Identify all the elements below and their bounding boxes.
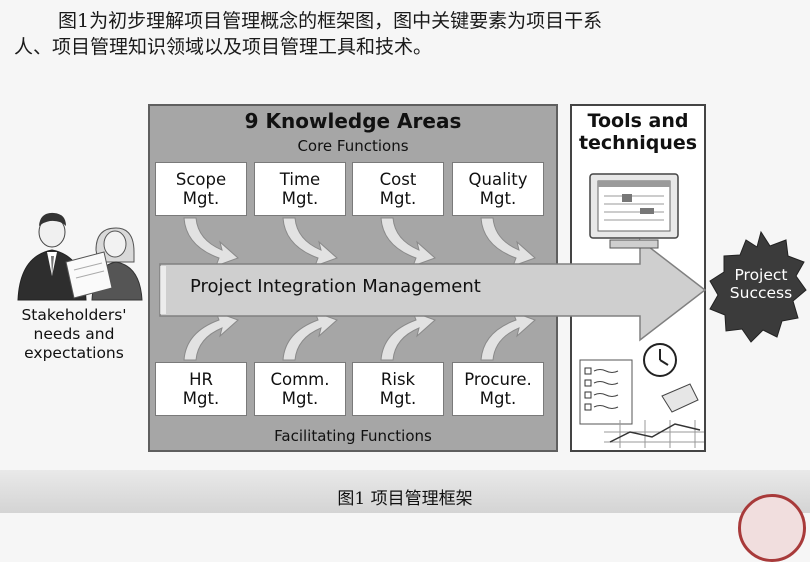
feeder-arrow-cost	[380, 217, 436, 267]
core-functions-label: Core Functions	[297, 137, 409, 155]
success-label: Project Success	[729, 266, 793, 302]
area-box-risk: Risk Mgt.	[352, 362, 444, 416]
feeder-arrow-scope	[183, 217, 239, 267]
integration-arrow	[159, 238, 707, 342]
university-seal-icon	[738, 494, 806, 562]
stakeholders-label: Stakeholders' needs and expectations	[21, 306, 127, 362]
feeder-arrow-risk	[380, 311, 436, 361]
stakeholders-people-icon	[17, 212, 143, 301]
facilitating-feeder-arrows	[183, 311, 536, 361]
facilitating-functions-label: Facilitating Functions	[274, 427, 432, 445]
intro-line-1: 图1为初步理解项目管理概念的框架图，图中关键要素为项目干系	[58, 10, 603, 32]
diagram-graphics	[17, 173, 807, 448]
intro-paragraph: 图1为初步理解项目管理概念的框架图，图中关键要素为项目干系 人、项目管理知识领域…	[14, 8, 804, 60]
computer-monitor-icon	[589, 173, 679, 249]
knowledge-areas-title: 9 Knowledge Areas	[244, 109, 462, 133]
tools-title: Tools and techniques	[578, 110, 698, 154]
success-burst	[709, 230, 807, 343]
area-box-scope: Scope Mgt.	[155, 162, 247, 216]
intro-line-2: 人、项目管理知识领域以及项目管理工具和技术。	[14, 36, 433, 58]
area-box-hr: HR Mgt.	[155, 362, 247, 416]
integration-label: Project Integration Management	[190, 276, 481, 297]
area-box-procure: Procure. Mgt.	[452, 362, 544, 416]
feeder-arrow-time	[282, 217, 338, 267]
feeder-arrow-procure	[480, 311, 536, 361]
area-box-time: Time Mgt.	[254, 162, 346, 216]
area-box-comm: Comm. Mgt.	[254, 362, 346, 416]
feeder-arrow-hr	[183, 311, 239, 361]
bottom-band	[0, 470, 810, 513]
figure-caption: 图1 项目管理框架	[337, 489, 473, 509]
area-box-cost: Cost Mgt.	[352, 162, 444, 216]
feeder-arrow-comm	[282, 311, 338, 361]
area-box-quality: Quality Mgt.	[452, 162, 544, 216]
feeder-arrow-quality	[480, 217, 536, 267]
core-feeder-arrows	[183, 217, 536, 267]
checklist-clock-icon	[579, 343, 704, 448]
